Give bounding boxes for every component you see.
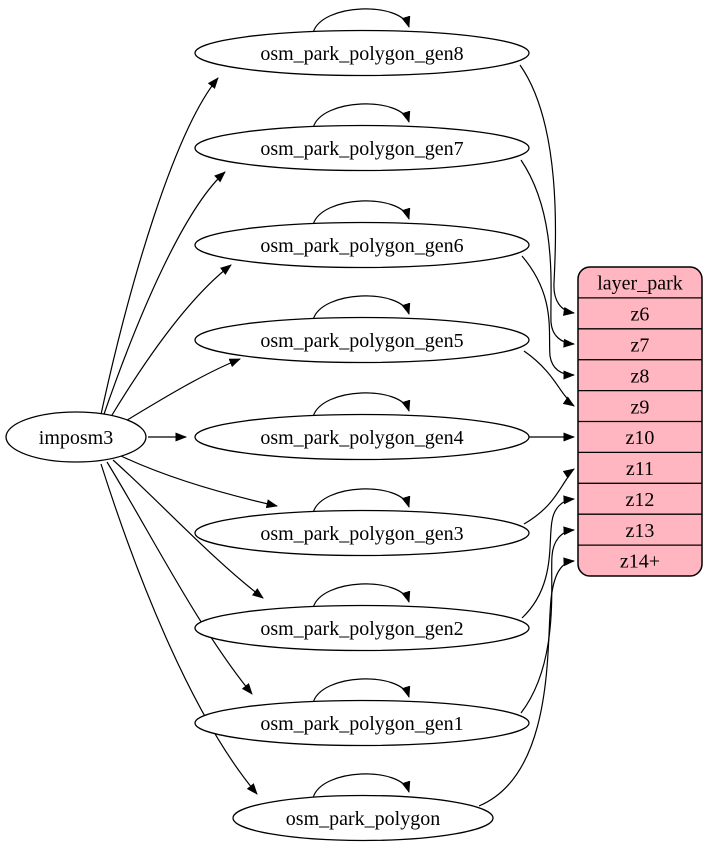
self-loop-osm-park-polygon-gen7 [312,103,411,129]
node-osm-park-polygon: osm_park_polygon [232,794,494,842]
edge-osm-park-polygon-gen2-to-z12 [521,495,575,619]
table-label: osm_park_polygon_gen6 [260,235,463,257]
table-label: osm_park_polygon_gen7 [260,138,463,160]
edge-osm-park-polygon-gen8-to-z6 [519,64,575,316]
edge-osm-park-polygon-gen6-to-z8 [521,255,575,380]
table-ellipse [194,413,530,461]
layer-row-z9: z9 [631,397,650,419]
table-ellipse [194,699,530,747]
self-loop-osm-park-polygon-gen2 [312,583,411,609]
self-loop-osm-park-polygon-gen8 [312,8,411,34]
table-ellipse [194,221,530,269]
layer-row-z12: z12 [626,489,655,511]
node-osm-park-polygon-gen6: osm_park_polygon_gen6 [194,221,530,269]
edge-imposm3-to-osm-park-polygon-gen1 [106,461,253,695]
edge-imposm3-to-osm-park-polygon-gen2 [112,459,264,599]
table-label: osm_park_polygon_gen1 [260,713,463,735]
self-loop-osm-park-polygon-gen5 [312,295,411,321]
edges-to-layer-park [478,64,575,807]
edge-osm-park-polygon-gen5-to-z9 [523,350,575,407]
table-label: osm_park_polygon_gen3 [260,523,463,545]
self-loop-osm-park-polygon-gen1 [312,678,411,704]
imposm3-label: imposm3 [39,427,113,449]
layer-row-z13: z13 [626,520,655,542]
edge-osm-park-polygon-gen7-to-z7 [520,159,575,348]
table-ellipse [194,124,530,172]
edge-osm-park-polygon-to-z14 [478,557,575,807]
node-osm-park-polygon-gen2: osm_park_polygon_gen2 [194,604,530,652]
table-ellipse [194,29,530,77]
self-loop-osm-park-polygon-gen4 [312,392,411,418]
layer-park-title: layer_park [597,273,683,295]
node-osm-park-polygon-gen5: osm_park_polygon_gen5 [194,316,530,364]
table-ellipse [194,604,530,652]
node-imposm3: imposm3 [5,411,147,463]
edge-imposm3-to-osm-park-polygon-gen3 [120,455,278,509]
table-label: osm_park_polygon_gen4 [260,427,463,449]
edge-osm-park-polygon-gen3-to-z11 [523,468,575,525]
node-osm-park-polygon-gen1: osm_park_polygon_gen1 [194,699,530,747]
self-loop-osm-park-polygon-gen6 [312,200,411,226]
layer-row-z7: z7 [631,335,650,357]
self-loops [312,8,411,799]
node-osm-park-polygon-gen8: osm_park_polygon_gen8 [194,29,530,77]
table-label: osm_park_polygon_gen5 [260,330,463,352]
table-ellipse [194,509,530,557]
edge-imposm3-to-osm-park-polygon-gen8 [99,77,219,420]
table-label: osm_park_polygon [286,808,440,830]
table-label: osm_park_polygon_gen2 [260,618,463,640]
edge-imposm3-to-osm-park-polygon-gen6 [108,264,232,421]
edge-imposm3-to-osm-park-polygon-gen7 [102,171,226,418]
edge-imposm3-to-osm-park-polygon [100,463,258,795]
edges-from-imposm3 [99,77,278,795]
table-label: osm_park_polygon_gen8 [260,43,463,65]
layer-row-z8: z8 [631,366,650,388]
node-osm-park-polygon-gen3: osm_park_polygon_gen3 [194,509,530,557]
edge-osm-park-polygon-gen1-to-z13 [520,526,575,714]
self-loop-osm-park-polygon [312,773,411,799]
layer-row-z6: z6 [631,304,650,326]
layer-row-z10: z10 [626,427,655,449]
layer-row-z14: z14+ [620,551,660,573]
table-ellipse [232,794,494,842]
node-osm-park-polygon-gen7: osm_park_polygon_gen7 [194,124,530,172]
edge-imposm3-to-osm-park-polygon-gen5 [118,358,241,426]
imposm3-ellipse [5,411,147,463]
layer-park-record: layer_park z6 z7 z8 z9 z10 z11 z12 z13 z… [577,266,703,577]
self-loop-osm-park-polygon-gen3 [312,488,411,514]
layer-row-z11: z11 [626,458,654,480]
table-ellipse [194,316,530,364]
node-osm-park-polygon-gen4: osm_park_polygon_gen4 [194,413,530,461]
